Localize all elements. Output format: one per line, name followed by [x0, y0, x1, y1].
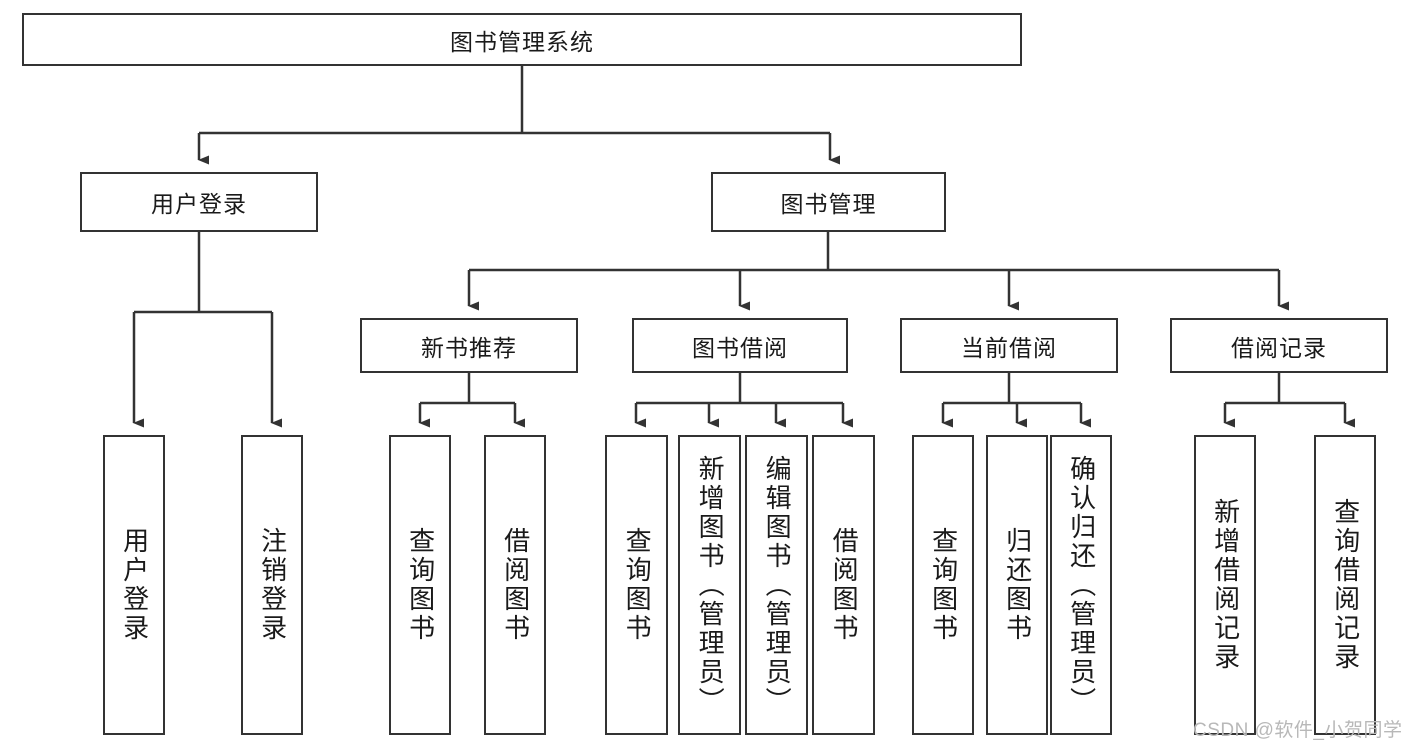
- node-leaf-user-login[interactable]: 用户登录: [103, 435, 165, 735]
- node-leaf-logout-login[interactable]: 注销登录: [241, 435, 303, 735]
- node-leaf-borrow-book-1[interactable]: 借阅图书: [484, 435, 546, 735]
- node-leaf-edit-book[interactable]: 编辑图书（管理员）: [745, 435, 808, 735]
- node-leaf-borrow-book-2[interactable]: 借阅图书: [812, 435, 875, 735]
- node-leaf-query-book-1[interactable]: 查询图书: [389, 435, 451, 735]
- node-new-book-recommend[interactable]: 新书推荐: [360, 318, 578, 373]
- csdn-watermark: CSDN @软件_小贺同学: [1193, 720, 1403, 741]
- node-book-management[interactable]: 图书管理: [711, 172, 946, 232]
- node-user-login[interactable]: 用户登录: [80, 172, 318, 232]
- node-leaf-query-book-3[interactable]: 查询图书: [912, 435, 974, 735]
- node-borrow-record[interactable]: 借阅记录: [1170, 318, 1388, 373]
- node-current-borrow[interactable]: 当前借阅: [900, 318, 1118, 373]
- node-title-system[interactable]: 图书管理系统: [22, 13, 1022, 66]
- node-leaf-query-book-2[interactable]: 查询图书: [605, 435, 668, 735]
- node-book-borrow[interactable]: 图书借阅: [632, 318, 848, 373]
- node-leaf-confirm-return[interactable]: 确认归还（管理员）: [1050, 435, 1112, 735]
- node-leaf-add-borrow-record[interactable]: 新增借阅记录: [1194, 435, 1256, 735]
- node-leaf-query-borrow-record[interactable]: 查询借阅记录: [1314, 435, 1376, 735]
- node-leaf-return-book[interactable]: 归还图书: [986, 435, 1048, 735]
- node-leaf-add-book[interactable]: 新增图书（管理员）: [678, 435, 741, 735]
